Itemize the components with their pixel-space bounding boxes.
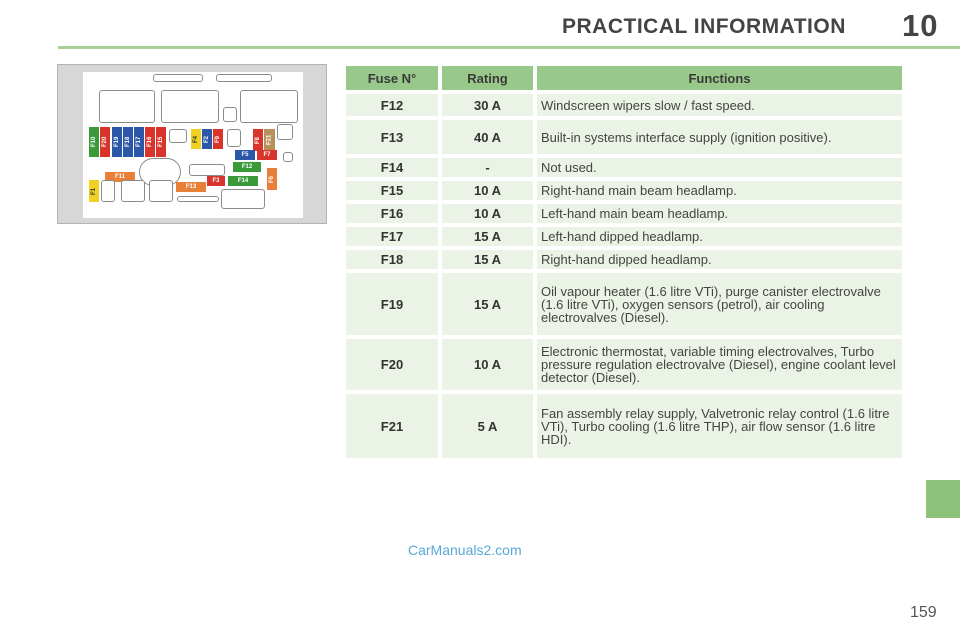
small-block [283,152,293,162]
fuse-number: F17 [346,227,438,246]
connector-block [153,74,203,82]
fuse-function: Left-hand main beam headlamp. [537,204,902,223]
small-block [227,129,241,147]
fuse-number: F12 [346,94,438,116]
small-block [149,180,173,202]
fuse-number: F16 [346,204,438,223]
small-block [101,180,115,202]
column-header-functions: Functions [537,66,902,90]
small-block [277,124,293,140]
fuse-f5: F5 [235,150,255,160]
relay-block [161,90,219,123]
fuse-number: F13 [346,120,438,154]
fuse-f1: F1 [89,180,99,202]
table-row: F20 10 A Electronic thermostat, variable… [346,339,902,390]
fuse-rating: 10 A [442,204,533,223]
fuse-f21: F21 [264,129,275,151]
fuse-number: F21 [346,394,438,458]
fuse-f6: F6 [267,168,277,190]
fuse-number: F20 [346,339,438,390]
chapter-number: 10 [902,8,939,43]
table-row: F16 10 A Left-hand main beam headlamp. [346,204,902,223]
fuse-rating: 10 A [442,181,533,200]
table-row: F12 30 A Windscreen wipers slow / fast s… [346,94,902,116]
fuse-f20: F20 [100,127,110,157]
fuse-table: Fuse N° Rating Functions F12 30 A Windsc… [342,62,906,462]
watermark-link[interactable]: CarManuals2.com [408,542,522,558]
fuse-f7: F7 [257,150,277,160]
fuse-f17: F17 [134,127,144,157]
fuse-number: F18 [346,250,438,269]
fuse-function: Not used. [537,158,902,177]
fuse-number: F15 [346,181,438,200]
connector-block [216,74,272,82]
small-block [221,189,265,209]
fuse-rating: 15 A [442,250,533,269]
fusebox-diagram: F10 F20 F19 F18 F17 F16 F15 F4 F2 F9 F8 … [57,64,327,224]
column-header-rating: Rating [442,66,533,90]
fuse-function: Electronic thermostat, variable timing e… [537,339,902,390]
table-row: F18 15 A Right-hand dipped headlamp. [346,250,902,269]
fuse-f10: F10 [89,127,99,157]
relay-block [240,90,298,123]
table-row: F17 15 A Left-hand dipped headlamp. [346,227,902,246]
fuse-function: Right-hand main beam headlamp. [537,181,902,200]
relay-block [99,90,155,123]
fuse-f16: F16 [145,127,155,157]
page-title: PRACTICAL INFORMATION [562,15,846,38]
fuse-number: F14 [346,158,438,177]
table-row: F14 - Not used. [346,158,902,177]
fuse-function: Oil vapour heater (1.6 litre VTi), purge… [537,273,902,335]
fuse-f13: F13 [176,182,206,192]
fuse-function: Built-in systems interface supply (ignit… [537,120,902,154]
fuse-f11: F11 [105,172,135,182]
table-row: F15 10 A Right-hand main beam headlamp. [346,181,902,200]
fuse-function: Left-hand dipped headlamp. [537,227,902,246]
fuse-rating: 40 A [442,120,533,154]
page-number: 159 [910,604,937,621]
fuse-f14: F14 [228,176,258,186]
fuse-f4: F4 [191,129,201,149]
table-header-row: Fuse N° Rating Functions [346,66,902,90]
fuse-f15: F15 [156,127,166,157]
fuse-rating: 30 A [442,94,533,116]
fuse-number: F19 [346,273,438,335]
fuse-rating: 10 A [442,339,533,390]
fusebox-panel: F10 F20 F19 F18 F17 F16 F15 F4 F2 F9 F8 … [83,72,303,218]
fuse-rating: - [442,158,533,177]
small-block [121,180,145,202]
small-block [169,129,187,143]
fuse-f18: F18 [123,127,133,157]
small-block [223,107,237,122]
fuse-f12: F12 [233,162,261,172]
fuse-f8: F8 [253,129,263,151]
fuse-f19: F19 [112,127,122,157]
table-row: F13 40 A Built-in systems interface supp… [346,120,902,154]
fuse-function: Right-hand dipped headlamp. [537,250,902,269]
fuse-f9: F9 [213,129,223,149]
fuse-rating: 15 A [442,227,533,246]
fuse-rating: 15 A [442,273,533,335]
table-row: F21 5 A Fan assembly relay supply, Valve… [346,394,902,458]
fuse-function: Windscreen wipers slow / fast speed. [537,94,902,116]
column-header-fuse: Fuse N° [346,66,438,90]
chapter-side-tab[interactable] [926,480,960,518]
fuse-function: Fan assembly relay supply, Valvetronic r… [537,394,902,458]
fuse-rating: 5 A [442,394,533,458]
table-row: F19 15 A Oil vapour heater (1.6 litre VT… [346,273,902,335]
fuse-f3: F3 [207,176,225,186]
fuse-f2: F2 [202,129,212,149]
small-block [189,164,225,176]
small-block [177,196,219,202]
header-rule [58,46,960,49]
